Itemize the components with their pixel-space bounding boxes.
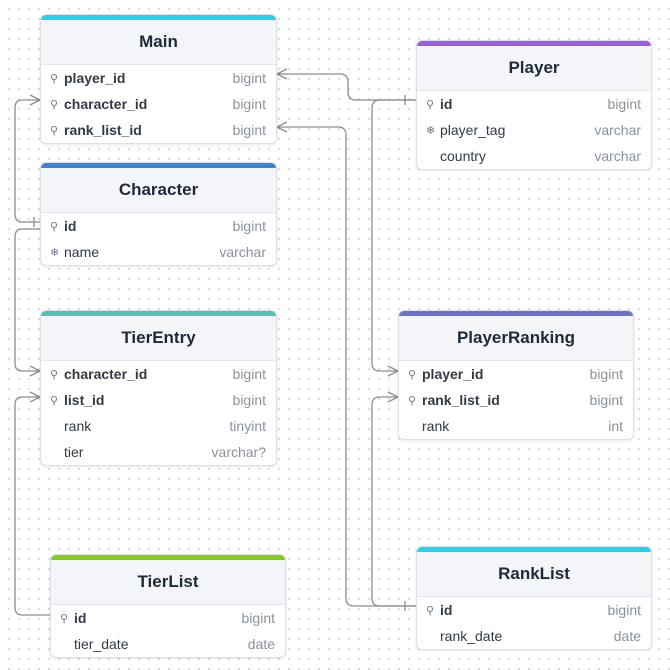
field-type: int [608,418,623,434]
key-icon: ⚲ [50,72,59,85]
key-icon: ⚲ [50,220,59,233]
field-name: id [64,218,77,234]
field-name: character_id [64,366,148,382]
field-type: bigint [232,218,266,234]
field-type: bigint [607,96,641,112]
key-icon: ⚲ [60,612,69,625]
field-type: varchar [219,244,266,260]
field-row[interactable]: ❄ player_tag varchar [417,117,651,143]
field-row[interactable]: ⚲ id bigint [417,91,651,117]
link-character-tierentry [14,228,41,377]
field-name: rank [64,418,92,434]
field-name: country [440,148,486,164]
field-name: list_id [64,392,105,408]
field-type: bigint [232,366,266,382]
field-name: tier_date [74,636,129,652]
table-header[interactable]: Player [417,41,651,91]
field-name: player_id [64,70,126,86]
link-main-character [14,94,41,227]
field-type: date [247,636,275,652]
field-type: bigint [232,96,266,112]
field-row[interactable]: rank int [399,413,633,439]
field-row[interactable]: ⚲ id bigint [41,213,276,239]
key-icon: ⚲ [408,368,417,381]
table-header[interactable]: TierList [51,555,285,605]
table-character[interactable]: Character ⚲ id bigint ❄ name varchar [40,162,277,266]
key-icon: ⚲ [50,394,59,407]
snowflake-icon: ❄ [50,246,60,259]
field-name: id [440,602,453,618]
field-type: bigint [232,392,266,408]
field-row[interactable]: ⚲ list_id bigint [41,387,276,413]
table-header[interactable]: PlayerRanking [399,311,633,361]
field-name: rank_date [440,628,503,644]
table-ranklist[interactable]: RankList ⚲ id bigint rank_date date [416,546,652,650]
table-tierlist[interactable]: TierList ⚲ id bigint tier_date date [50,554,286,658]
field-type: varchar [594,148,641,164]
field-row[interactable]: ⚲ player_id bigint [399,361,633,387]
field-type: bigint [232,70,266,86]
key-icon: ⚲ [50,368,59,381]
link-main-ranklist [276,121,416,611]
field-name: rank [422,418,450,434]
key-icon: ⚲ [50,124,59,137]
snowflake-icon: ❄ [426,124,436,137]
field-row[interactable]: ⚲ id bigint [51,605,285,631]
field-row[interactable]: ⚲ character_id bigint [41,361,276,387]
table-header[interactable]: Main [41,15,276,65]
key-icon: ⚲ [426,604,435,617]
field-name: rank_list_id [64,122,142,138]
field-row[interactable]: ⚲ rank_list_id bigint [399,387,633,413]
field-name: player_tag [440,122,506,138]
field-type: bigint [589,392,623,408]
link-main-player [276,68,416,105]
field-type: bigint [607,602,641,618]
field-name: player_id [422,366,484,382]
key-icon: ⚲ [408,394,417,407]
key-icon: ⚲ [50,98,59,111]
field-row[interactable]: tier_date date [51,631,285,657]
field-name: id [74,610,87,626]
field-name: character_id [64,96,148,112]
field-name: rank_list_id [422,392,500,408]
field-type: bigint [232,122,266,138]
field-type: varchar? [211,444,266,460]
field-row[interactable]: ❄ name varchar [41,239,276,265]
key-icon: ⚲ [426,98,435,111]
field-row[interactable]: country varchar [417,143,651,169]
field-type: date [613,628,641,644]
table-header[interactable]: RankList [417,547,651,597]
table-header[interactable]: Character [41,163,276,213]
table-header[interactable]: TierEntry [41,311,276,361]
field-row[interactable]: ⚲ id bigint [417,597,651,623]
field-type: varchar [594,122,641,138]
field-row[interactable]: ⚲ character_id bigint [41,91,276,117]
field-row[interactable]: ⚲ player_id bigint [41,65,276,91]
field-name: tier [64,444,84,460]
field-row[interactable]: rank_date date [417,623,651,649]
field-type: bigint [589,366,623,382]
field-name: id [440,96,453,112]
field-row[interactable]: ⚲ rank_list_id bigint [41,117,276,143]
field-name: name [64,244,100,260]
field-row[interactable]: tier varchar? [41,439,276,465]
field-type: bigint [241,610,275,626]
field-row[interactable]: rank tinyint [41,413,276,439]
field-type: tinyint [229,418,266,434]
